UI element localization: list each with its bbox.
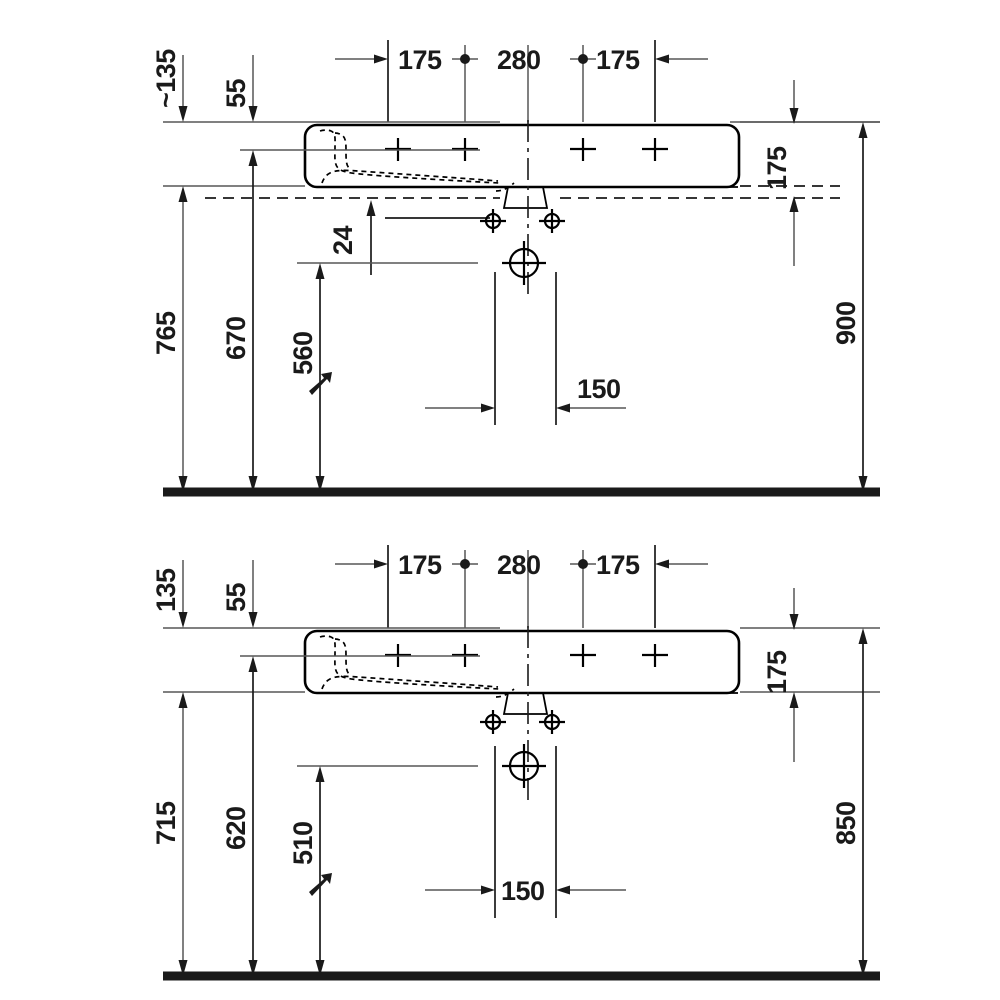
dim-top-670: 670	[221, 316, 251, 360]
dim-bot-135: 135	[151, 568, 181, 612]
slope-arrow-icon-upper	[309, 372, 332, 395]
dim-top-175-right: 175	[596, 45, 640, 75]
dim-top-135: ~135	[151, 49, 181, 108]
washbasin-profile-lower	[303, 629, 741, 715]
water-connection-marker	[480, 710, 506, 734]
dim-top-560: 560	[288, 331, 318, 375]
waste-connection-marker	[502, 744, 546, 788]
bottom-right-vertical-dimensions: 175 850	[762, 588, 868, 976]
dim-bot-510: 510	[288, 821, 318, 865]
tap-hole-marker	[570, 644, 596, 667]
top-horizontal-dimension-chain: 175 280 175	[335, 40, 708, 122]
dim-bot-175-right: 175	[596, 550, 640, 580]
dim-top-280: 280	[497, 45, 541, 75]
dim-top-765: 765	[151, 311, 181, 355]
view-lower: 175 280 175 135 55	[151, 545, 880, 981]
dim-bot-620: 620	[221, 806, 251, 850]
top-right-vertical-dimensions: 175 900	[762, 80, 868, 492]
dim-bot-150: 150	[501, 876, 545, 906]
tap-hole-marker	[642, 138, 668, 161]
tap-hole-marker	[642, 644, 668, 667]
dim-bot-280: 280	[497, 550, 541, 580]
view-upper: 175 280 175 ~135 55	[151, 40, 880, 497]
dim-top-150: 150	[577, 374, 621, 404]
top-150-dimension: 150	[425, 272, 626, 425]
dim-top-24: 24	[328, 225, 358, 255]
bottom-left-vertical-dimensions: 715 620 510	[151, 656, 332, 976]
tap-hole-marker	[570, 138, 596, 161]
plumbing-connections-lower	[480, 710, 565, 788]
bottom-horizontal-dimension-chain: 175 280 175	[335, 545, 708, 628]
dim-top-175-depth: 175	[762, 146, 792, 190]
dim-top-175-left: 175	[398, 45, 442, 75]
dim-bot-55: 55	[221, 582, 251, 612]
dim-bot-175-depth: 175	[762, 650, 792, 694]
bottom-150-dimension: 150	[425, 746, 626, 918]
top-left-vertical-dimensions: 765 670 560	[151, 150, 332, 492]
plumbing-connections-upper	[480, 209, 565, 285]
dim-top-55: 55	[221, 78, 251, 108]
dim-bot-175-left: 175	[398, 550, 442, 580]
bottom-135-55-dimensions: 135 55	[151, 560, 258, 628]
dim-bot-715: 715	[151, 801, 181, 845]
water-connection-marker	[539, 710, 565, 734]
top-135-55-dimensions: ~135 55	[151, 49, 258, 122]
water-connection-marker	[539, 209, 565, 233]
dim-bot-850: 850	[831, 801, 861, 845]
top-24-dimension: 24	[328, 200, 490, 275]
dim-top-900: 900	[831, 301, 861, 345]
water-connection-marker	[480, 209, 506, 233]
washbasin-profile-upper	[303, 123, 741, 209]
slope-arrow-icon-lower	[309, 873, 332, 896]
waste-connection-marker	[502, 241, 546, 285]
